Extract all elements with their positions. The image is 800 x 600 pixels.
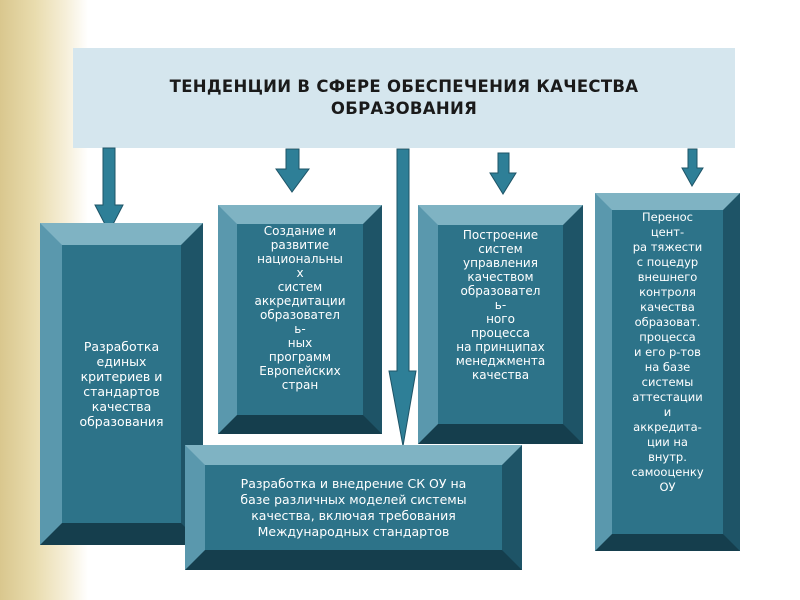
box-national-accreditation-text: Создание и развитие национальны х систем…: [254, 224, 346, 392]
arrow-to-accreditation: [275, 148, 310, 193]
page-title: ТЕНДЕНЦИИ В СФЕРЕ ОБЕСПЕЧЕНИЯ КАЧЕСТВА О…: [169, 77, 639, 118]
arrow-to-self-assessment: [681, 148, 704, 187]
box-quality-system-development: Разработка и внедрение СК ОУ на базе раз…: [185, 445, 522, 570]
box-quality-management: Построение систем управления качеством о…: [418, 205, 583, 444]
box-quality-management-text: Построение систем управления качеством о…: [455, 228, 546, 382]
arrow-to-management: [489, 152, 517, 195]
header-band: ТЕНДЕНЦИИ В СФЕРЕ ОБЕСПЕЧЕНИЯ КАЧЕСТВА О…: [73, 48, 735, 148]
box-national-accreditation: Создание и развитие национальны х систем…: [218, 205, 382, 434]
arrow-to-criteria: [94, 147, 124, 234]
box-unified-criteria-text: Разработка единых критериев и стандартов…: [79, 339, 164, 429]
box-self-assessment: Перенос цент- ра тяжести с поцедур внешн…: [595, 193, 740, 551]
box-unified-criteria: Разработка единых критериев и стандартов…: [40, 223, 203, 545]
box-self-assessment-text: Перенос цент- ра тяжести с поцедур внешн…: [631, 210, 704, 494]
box-quality-system-development-text: Разработка и внедрение СК ОУ на базе раз…: [240, 475, 467, 539]
arrow-to-quality-system: [388, 148, 417, 447]
